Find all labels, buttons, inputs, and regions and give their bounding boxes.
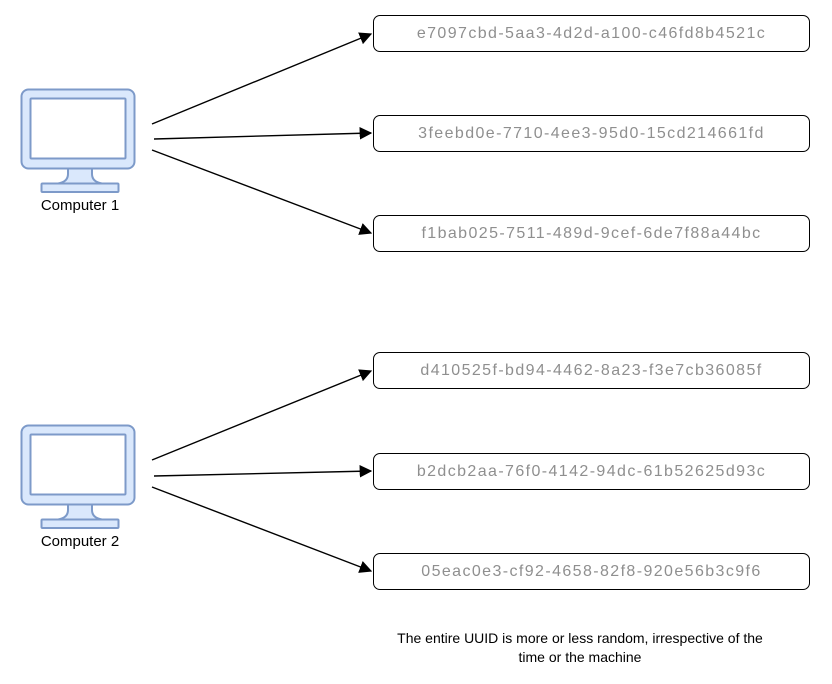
arrow-computer1-uuid3: [151, 149, 373, 235]
computer-monitor-icon: [20, 88, 140, 194]
arrow-computer2-uuid3: [151, 486, 373, 573]
computer-1-label: Computer 1: [40, 197, 120, 214]
computer-monitor-icon: [20, 424, 140, 530]
uuid-box-1: e7097cbd-5aa3-4d2d-a100-c46fd8b4521c: [373, 15, 810, 52]
uuid-box-5: b2dcb2aa-76f0-4142-94dc-61b52625d93c: [373, 453, 810, 490]
arrow-computer2-uuid2: [153, 464, 373, 478]
uuid-box-6: 05eac0e3-cf92-4658-82f8-920e56b3c9f6: [373, 553, 810, 590]
arrow-computer1-uuid1: [151, 32, 373, 125]
computer-2-group: Computer 2: [20, 424, 140, 552]
diagram-caption: The entire UUID is more or less random, …: [397, 630, 763, 665]
computer-2-label: Computer 2: [40, 533, 120, 550]
uuid-box-2: 3feebd0e-7710-4ee3-95d0-15cd214661fd: [373, 115, 810, 152]
arrow-computer2-uuid1: [151, 369, 373, 461]
arrow-computer1-uuid2: [153, 127, 373, 140]
uuid-box-4: d410525f-bd94-4462-8a23-f3e7cb36085f: [373, 352, 810, 389]
computer-1-group: Computer 1: [20, 88, 140, 216]
uuid-box-3: f1bab025-7511-489d-9cef-6de7f88a44bc: [373, 215, 810, 252]
